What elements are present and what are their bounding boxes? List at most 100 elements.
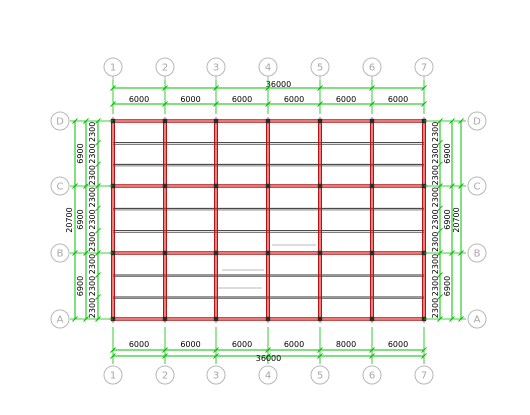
axis-bubble-bottom-7-label: 7 xyxy=(421,371,427,382)
dimension-total-width-bottom: 36000 xyxy=(256,354,281,363)
dimension-purlin-left: 2300 xyxy=(88,232,97,252)
dimension-tick xyxy=(369,347,375,353)
dimension-tick xyxy=(72,183,78,189)
column-node-4B xyxy=(265,250,271,256)
dimension-tick xyxy=(110,85,116,91)
dimension-tick xyxy=(265,85,271,91)
axis-bubble-bottom-7 xyxy=(414,365,434,385)
dimension-tick xyxy=(213,85,219,91)
dimension-bay-right: 6900 xyxy=(443,209,452,229)
dimension-tick xyxy=(437,205,443,212)
axis-bubble-top-3 xyxy=(206,57,226,77)
axis-bubble-bottom-4-label: 4 xyxy=(265,371,271,382)
dimension-span-top: 6000 xyxy=(388,95,408,104)
dimension-tick xyxy=(421,347,427,353)
axis-bubble-bottom-2-label: 2 xyxy=(162,371,168,382)
dimension-purlin-right: 2300 xyxy=(431,209,440,229)
dimension-tick xyxy=(213,353,219,359)
column-node-6D xyxy=(369,118,375,124)
dimension-purlin-right: 2300 xyxy=(431,143,440,163)
dimension-bay-right: 6900 xyxy=(443,143,452,163)
dimension-tick xyxy=(317,101,323,107)
axis-bubble-bottom-1-label: 1 xyxy=(110,371,116,382)
axis-bubble-left-D xyxy=(50,111,70,131)
dimension-tick xyxy=(449,250,455,256)
dimension-tick xyxy=(83,316,89,322)
axis-bubble-bottom-2 xyxy=(155,365,175,385)
dimension-tick xyxy=(83,250,89,256)
column-node-6B xyxy=(369,250,375,256)
column-node-3A xyxy=(213,316,219,322)
axis-bubble-top-1 xyxy=(103,57,123,77)
axis-bubble-right-C-label: C xyxy=(474,182,481,193)
dimension-purlin-right: 2300 xyxy=(431,187,440,207)
column-node-4A xyxy=(265,316,271,322)
dimension-purlin-left: 2300 xyxy=(88,298,97,318)
dimension-tick xyxy=(95,139,101,146)
dimension-tick xyxy=(458,118,464,124)
axis-bubble-top-6 xyxy=(362,57,382,77)
dimension-span-bottom: 6000 xyxy=(284,340,304,349)
dimension-purlin-left: 2300 xyxy=(88,254,97,274)
dimension-span-top: 6000 xyxy=(180,95,200,104)
column-node-3C xyxy=(213,183,219,189)
column-node-5D xyxy=(317,118,323,124)
axis-bubble-bottom-3-label: 3 xyxy=(213,371,219,382)
dimension-tick xyxy=(317,353,323,359)
axis-bubble-top-5 xyxy=(310,57,330,77)
dimension-purlin-left: 2300 xyxy=(88,143,97,163)
column-node-5A xyxy=(317,316,323,322)
dimension-bay-left: 6900 xyxy=(76,276,85,296)
dimension-tick xyxy=(72,118,78,124)
dimension-purlin-left: 2300 xyxy=(88,276,97,296)
dimension-total-width-top: 36000 xyxy=(266,80,291,89)
dimension-purlin-right: 2300 xyxy=(431,122,440,142)
dimension-tick xyxy=(110,101,116,107)
axis-bubble-right-C xyxy=(467,176,487,196)
axis-bubble-left-B-label: B xyxy=(57,249,64,260)
axis-bubble-right-A xyxy=(467,309,487,329)
dimension-span-bottom: 6000 xyxy=(388,340,408,349)
dimension-tick xyxy=(95,161,101,168)
axis-bubble-bottom-5 xyxy=(310,365,330,385)
axis-bubble-top-6-label: 6 xyxy=(369,63,375,74)
dimension-span-top: 6000 xyxy=(129,95,149,104)
axis-bubble-left-C xyxy=(50,176,70,196)
dimension-tick xyxy=(72,250,78,256)
dimension-span-bottom: 8000 xyxy=(336,340,356,349)
dimension-tick xyxy=(265,347,271,353)
dimension-tick xyxy=(95,205,101,212)
dimension-purlin-left: 2300 xyxy=(88,165,97,185)
axis-bubble-top-2 xyxy=(155,57,175,77)
dimension-tick xyxy=(95,272,101,278)
axis-bubble-bottom-5-label: 5 xyxy=(317,371,323,382)
dimension-tick xyxy=(95,294,101,300)
dimension-tick xyxy=(369,353,375,359)
axis-bubble-left-B xyxy=(50,243,70,263)
dimension-total-depth-left: 20700 xyxy=(65,207,74,232)
dimension-tick xyxy=(458,250,464,256)
dimension-purlin-right: 2300 xyxy=(431,232,440,252)
axis-bubble-top-4 xyxy=(258,57,278,77)
axis-bubble-left-C-label: C xyxy=(57,182,64,193)
dimension-span-bottom: 6000 xyxy=(129,340,149,349)
dimension-span-top: 6000 xyxy=(232,95,252,104)
dimension-tick xyxy=(437,250,443,256)
dimension-span-top: 6000 xyxy=(336,95,356,104)
column-node-6A xyxy=(369,316,375,322)
axis-bubble-bottom-6-label: 6 xyxy=(369,371,375,382)
axis-bubble-top-1-label: 1 xyxy=(110,63,116,74)
column-node-2D xyxy=(162,118,168,124)
dimension-tick xyxy=(110,347,116,353)
column-node-5C xyxy=(317,183,323,189)
axis-bubble-bottom-1 xyxy=(103,365,123,385)
dimension-tick xyxy=(83,118,89,124)
column-node-2A xyxy=(162,316,168,322)
dimension-tick xyxy=(317,347,323,353)
dimension-tick xyxy=(437,227,443,234)
axis-bubble-top-4-label: 4 xyxy=(265,63,271,74)
dimension-tick xyxy=(95,183,101,189)
axis-bubble-bottom-4 xyxy=(258,365,278,385)
dimension-tick xyxy=(369,101,375,107)
